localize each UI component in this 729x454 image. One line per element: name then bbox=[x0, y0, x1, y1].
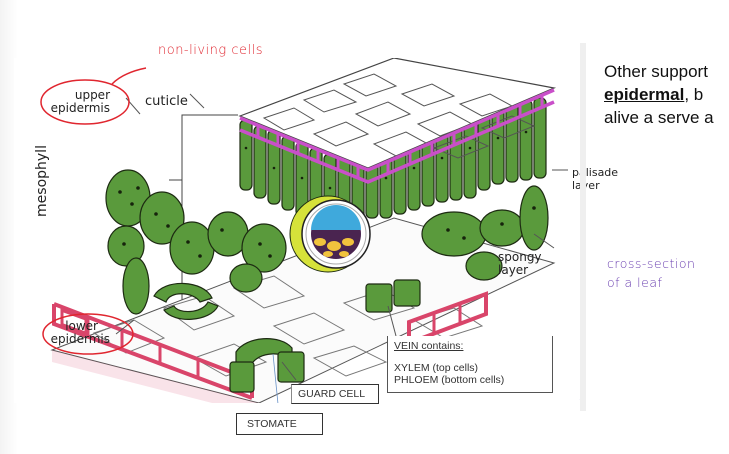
body-text-line3: alive a serve a bbox=[604, 108, 714, 127]
vein-xylem-line: XYLEM (top cells) bbox=[394, 362, 479, 374]
vein-contains-box: VEIN contains: XYLEM (top cells) PHLOEM … bbox=[387, 336, 553, 393]
label-upper-epidermis: upper epidermis bbox=[51, 88, 110, 115]
leaf-cross-section-illustration bbox=[40, 58, 580, 403]
label-guard-cell: GUARD CELL bbox=[291, 384, 379, 404]
label-lower-epidermis: lower epidermis bbox=[46, 320, 110, 346]
term-epidermal: epidermal bbox=[604, 85, 685, 104]
label-lower-epidermis-line2: epidermis bbox=[50, 332, 110, 346]
label-palisade-line2: layer bbox=[572, 179, 618, 192]
body-text-line1: Other support bbox=[604, 62, 708, 81]
label-palisade-layer: palisade layer bbox=[572, 166, 618, 192]
label-spongy-layer: spongy layer bbox=[498, 251, 542, 277]
body-text-line2-rest: , b bbox=[684, 85, 704, 104]
label-spongy-line1: spongy bbox=[498, 250, 542, 264]
label-upper-epidermis-line2: epidermis bbox=[50, 101, 110, 115]
page-edge-shade bbox=[0, 0, 18, 454]
label-spongy-line2: layer bbox=[498, 263, 529, 277]
label-upper-epidermis-line1: upper bbox=[74, 88, 110, 102]
vein-title: VEIN contains: bbox=[394, 340, 464, 352]
body-text-line2: epidermal, b bbox=[604, 83, 729, 106]
annotation-cross-section-line1: cross-section bbox=[607, 256, 696, 271]
body-text: Other support epidermal, b alive a serve… bbox=[604, 60, 729, 129]
annotation-non-living-cells: non-living cells bbox=[158, 43, 263, 58]
vein-phloem-line: PHLOEM (bottom cells) bbox=[394, 374, 505, 386]
column-divider bbox=[580, 43, 586, 411]
label-cuticle: cuticle bbox=[145, 94, 188, 109]
label-palisade-line1: palisade bbox=[572, 166, 619, 179]
annotation-cross-section-line2: of a leaf bbox=[607, 275, 663, 290]
label-lower-epidermis-line1: lower bbox=[65, 319, 98, 333]
label-stomate: STOMATE bbox=[236, 413, 323, 435]
annotation-cross-section: cross-section of a leaf bbox=[607, 254, 695, 292]
label-mesophyll: mesophyll bbox=[34, 145, 50, 217]
